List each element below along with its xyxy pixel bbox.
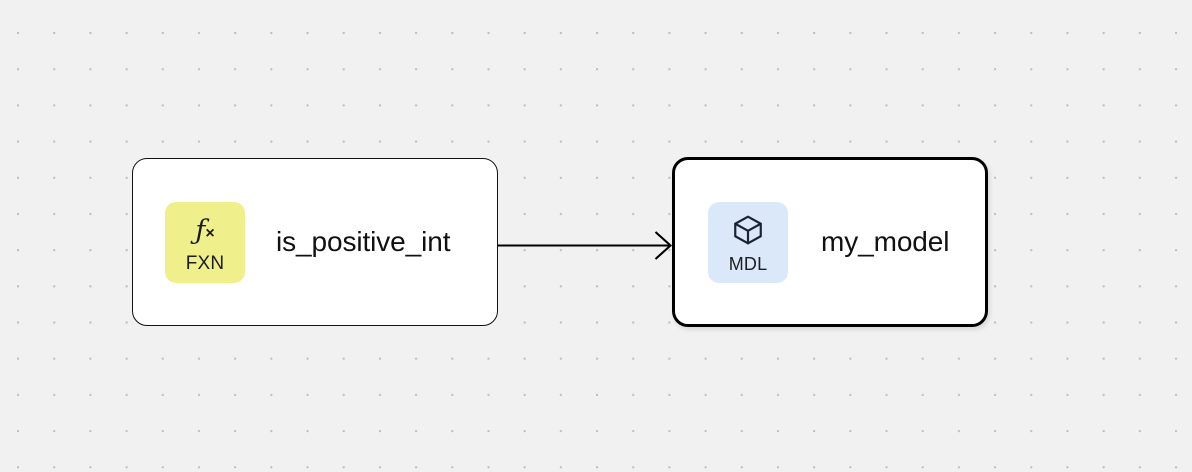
- model-node-title: my_model: [821, 226, 950, 257]
- model-type-badge: MDL: [708, 201, 788, 283]
- function-glyph: ƒ: [195, 215, 206, 246]
- function-icon: ƒ×: [195, 212, 214, 250]
- model-badge-label: MDL: [728, 254, 768, 274]
- arrowhead-icon: [654, 231, 673, 260]
- fxn-type-badge: ƒ× FXN: [165, 201, 245, 283]
- fxn-badge-label: FXN: [185, 252, 225, 274]
- function-glyph-suffix: ×: [205, 224, 215, 242]
- node-fxn[interactable]: ƒ× FXN is_positive_int: [132, 158, 498, 326]
- node-model[interactable]: MDL my_model: [672, 157, 988, 327]
- cube-icon: [731, 211, 765, 249]
- edge-fxn-to-model[interactable]: [497, 231, 673, 260]
- fxn-node-title: is_positive_int: [276, 226, 451, 257]
